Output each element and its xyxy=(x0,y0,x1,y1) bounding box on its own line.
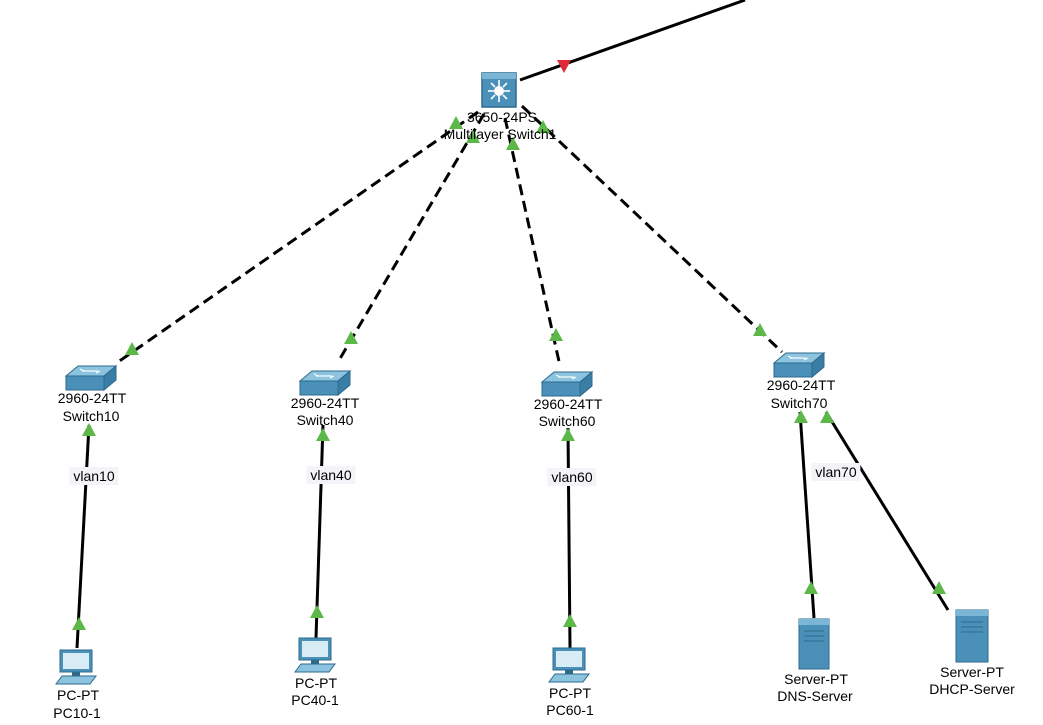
device-model-label: Server-PT xyxy=(784,671,848,687)
port-up-indicator xyxy=(72,617,86,630)
switch-icon[interactable] xyxy=(298,369,352,397)
port-indicators xyxy=(72,60,946,630)
link-vlan-label: vlan10 xyxy=(69,467,119,485)
device-name-label: Multilayer Switch1 xyxy=(443,126,557,142)
device-model-label: PC-PT xyxy=(57,687,99,703)
trunk-link-switch10[interactable] xyxy=(117,110,479,364)
pc-icon[interactable] xyxy=(548,647,590,683)
device-model-label: 2960-24TT xyxy=(533,396,603,412)
port-up-indicator xyxy=(557,60,571,73)
port-up-indicator xyxy=(536,120,550,133)
access-link-pc40[interactable] xyxy=(314,424,325,639)
port-up-indicator xyxy=(563,614,577,627)
port-up-indicator xyxy=(820,410,834,423)
port-up-indicator xyxy=(794,410,808,423)
port-up-indicator xyxy=(506,137,520,150)
access-link-pc10[interactable] xyxy=(75,424,91,649)
port-up-indicator xyxy=(316,428,330,441)
access-link-dhcp[interactable] xyxy=(824,411,950,611)
port-up-indicator xyxy=(310,605,324,618)
multilayer-switch-icon[interactable] xyxy=(481,72,517,108)
device-model-label: 2960-24TT xyxy=(57,390,127,406)
server-icon[interactable] xyxy=(798,618,830,670)
trunk-link-switch70[interactable] xyxy=(520,104,784,354)
device-model-label: PC-PT xyxy=(549,685,591,701)
device-name-label: DNS-Server xyxy=(777,688,853,704)
device-name-label: Switch10 xyxy=(62,408,120,424)
switch-icon[interactable] xyxy=(64,364,118,392)
device-model-label: 3650-24PS xyxy=(466,109,538,125)
port-up-indicator xyxy=(466,130,480,143)
port-up-indicator xyxy=(753,323,767,336)
device-name-label: PC10-1 xyxy=(53,705,101,721)
port-up-indicator xyxy=(449,116,463,129)
pc-icon[interactable] xyxy=(294,637,336,673)
links xyxy=(75,0,950,649)
device-name-label: PC60-1 xyxy=(546,702,594,718)
access-link-pc60[interactable] xyxy=(566,427,572,649)
device-name-label: DHCP-Server xyxy=(929,681,1015,697)
device-model-label: Server-PT xyxy=(940,664,1004,680)
device-name-label: PC40-1 xyxy=(291,692,339,708)
device-model-label: PC-PT xyxy=(295,675,337,691)
port-up-indicator xyxy=(344,331,358,344)
link-vlan-label: vlan40 xyxy=(306,466,356,484)
device-model-label: 2960-24TT xyxy=(766,377,836,393)
link-vlan-label: vlan60 xyxy=(547,468,597,486)
switch-icon[interactable] xyxy=(540,370,594,398)
port-up-indicator xyxy=(804,581,818,594)
pc-icon[interactable] xyxy=(55,649,97,685)
device-name-label: Switch70 xyxy=(770,395,828,411)
server-icon[interactable] xyxy=(955,609,989,663)
trunk-link-switch60[interactable] xyxy=(503,117,562,367)
port-up-indicator xyxy=(125,342,139,355)
trunk-link-switch40[interactable] xyxy=(336,113,486,363)
port-up-indicator xyxy=(932,581,946,594)
port-up-indicator xyxy=(561,428,575,441)
port-up-indicator xyxy=(549,328,563,341)
device-name-label: Switch60 xyxy=(538,413,596,429)
device-model-label: 2960-24TT xyxy=(290,395,360,411)
switch-icon[interactable] xyxy=(772,351,826,379)
device-name-label: Switch40 xyxy=(296,412,354,428)
uplink-cable[interactable] xyxy=(519,0,746,82)
port-up-indicator xyxy=(82,423,96,436)
link-vlan-label: vlan70 xyxy=(811,463,861,481)
